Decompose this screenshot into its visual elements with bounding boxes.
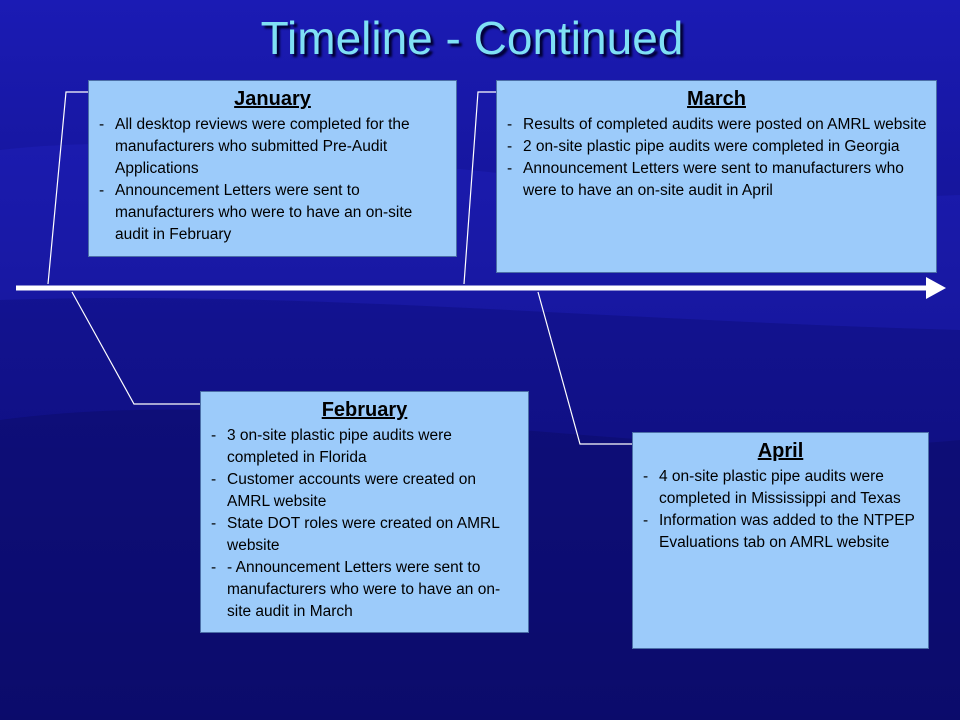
april-box: April 4 on-site plastic pipe audits were… <box>632 432 929 649</box>
march-box: March Results of completed audits were p… <box>496 80 937 273</box>
march-connector <box>463 91 496 285</box>
april-title: April <box>757 440 804 462</box>
april-list: 4 on-site plastic pipe audits were compl… <box>633 466 928 554</box>
slide-title: Timeline - Continued <box>260 12 684 64</box>
list-item: Announcement Letters were sent to manufa… <box>505 158 928 202</box>
march-title: March <box>687 88 746 110</box>
march-list: Results of completed audits were posted … <box>497 114 936 202</box>
february-title: February <box>321 399 408 421</box>
list-item: 3 on-site plastic pipe audits were compl… <box>209 425 520 469</box>
list-item: Customer accounts were created on AMRL w… <box>209 469 520 513</box>
january-connector <box>47 91 88 285</box>
list-item: Announcement Letters were sent to manufa… <box>97 180 448 246</box>
january-title: January <box>234 88 311 110</box>
february-list: 3 on-site plastic pipe audits were compl… <box>201 425 528 623</box>
list-item: Results of completed audits were posted … <box>505 114 928 136</box>
february-connector <box>71 291 200 405</box>
list-item: All desktop reviews were completed for t… <box>97 114 448 180</box>
list-item: State DOT roles were created on AMRL web… <box>209 513 520 557</box>
list-item: 4 on-site plastic pipe audits were compl… <box>641 466 920 510</box>
april-connector <box>537 291 632 445</box>
list-item: - Announcement Letters were sent to manu… <box>209 557 520 623</box>
january-box: January All desktop reviews were complet… <box>88 80 457 257</box>
january-list: All desktop reviews were completed for t… <box>89 114 456 246</box>
list-item: Information was added to the NTPEP Evalu… <box>641 510 920 554</box>
timeline-arrowhead <box>926 277 946 299</box>
list-item: 2 on-site plastic pipe audits were compl… <box>505 136 928 158</box>
february-box: February 3 on-site plastic pipe audits w… <box>200 391 529 633</box>
